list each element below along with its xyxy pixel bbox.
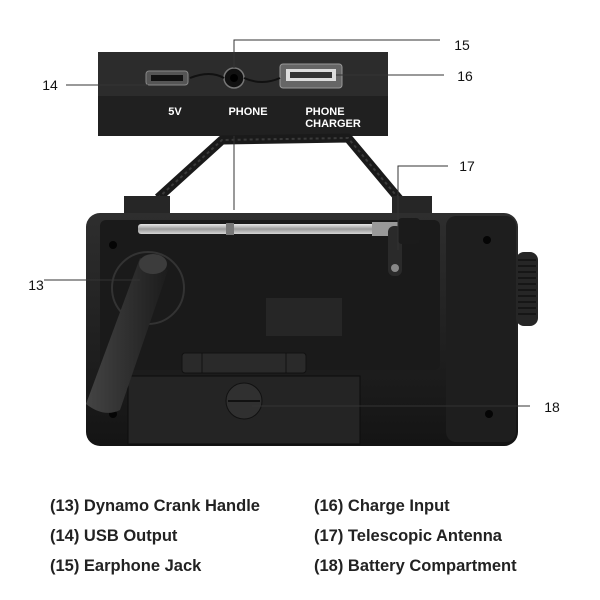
battery-compartment (128, 376, 360, 444)
legend-item-15: (15) Earphone Jack (50, 554, 260, 584)
legend-item-14: (14) USB Output (50, 524, 260, 554)
legend-item-18: (18) Battery Compartment (314, 554, 517, 584)
callout-18: 18 (544, 399, 560, 415)
phone-port-label: PHONE (228, 106, 267, 118)
legend-column-left: (13) Dynamo Crank Handle (14) USB Output… (50, 494, 260, 584)
tuning-knob (516, 252, 538, 326)
port-panel-inset: 5V PHONE PHONE CHARGER (98, 52, 388, 136)
legend-column-right: (16) Charge Input (17) Telescopic Antenn… (314, 494, 517, 584)
legend-item-16: (16) Charge Input (314, 494, 517, 524)
usb-port-label: 5V (168, 106, 182, 118)
charger-port-label-line2: CHARGER (305, 118, 361, 130)
callout-15: 15 (454, 37, 470, 53)
callout-13: 13 (28, 277, 44, 293)
radio-rear-diagram: 5V PHONE PHONE CHARGER (0, 0, 600, 470)
legend-item-13: (13) Dynamo Crank Handle (50, 494, 260, 524)
carry-strap (158, 138, 400, 200)
charger-port-label-line1: PHONE (305, 106, 344, 118)
callout-16: 16 (457, 68, 473, 84)
callout-14: 14 (42, 77, 58, 93)
legend-item-17: (17) Telescopic Antenna (314, 524, 517, 554)
callout-17: 17 (459, 158, 475, 174)
